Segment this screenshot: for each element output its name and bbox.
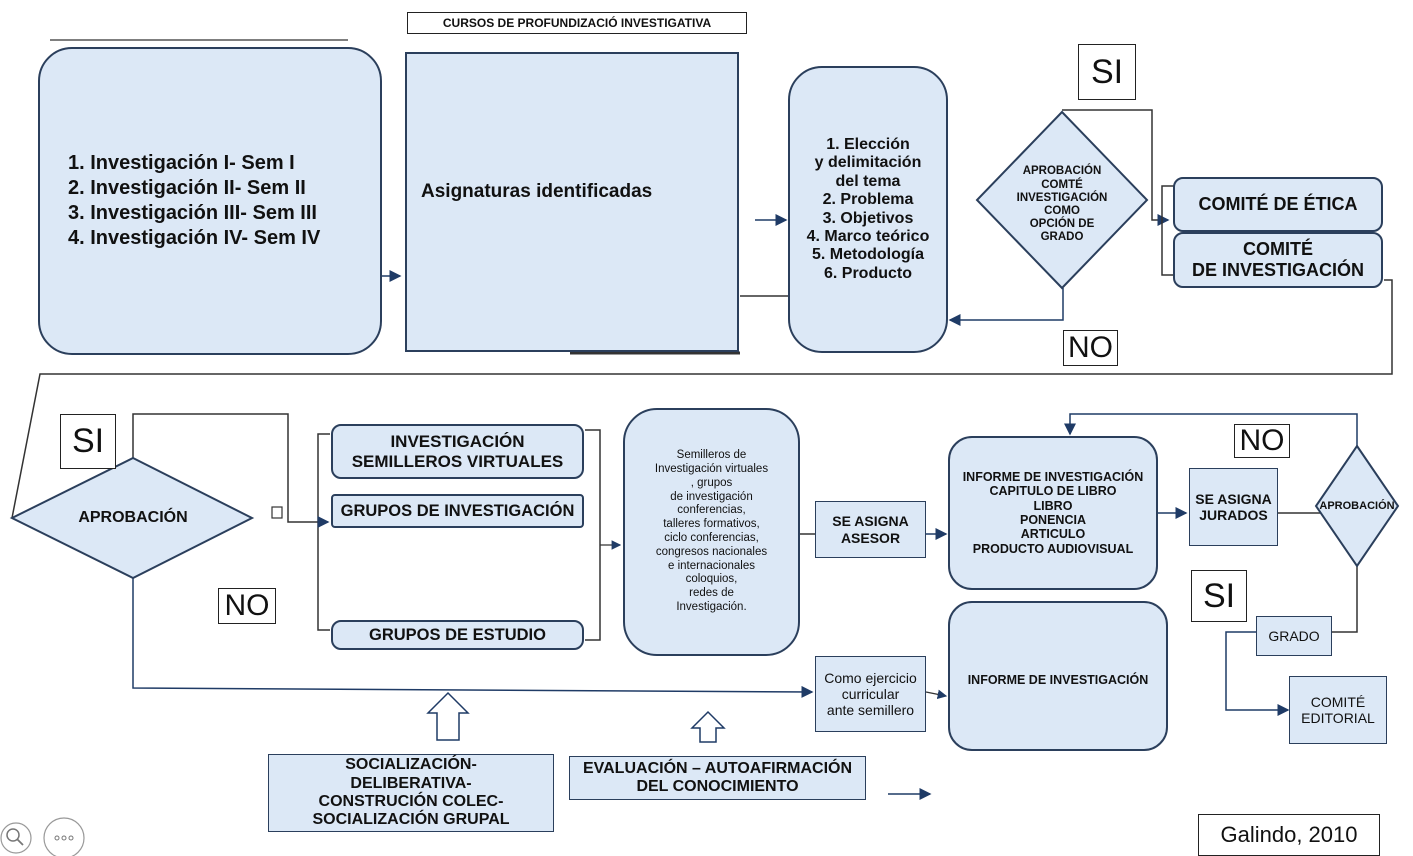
research-report-box: INFORME DE INVESTIGACIÓN — [948, 601, 1168, 751]
arrow-degree-to-editorial — [1225, 631, 1290, 716]
step-line: 5. Metodología — [812, 246, 924, 264]
steps-box: 1. Elección y delimitación del tema 2. P… — [788, 66, 948, 353]
decision-approval-diamond — [9, 456, 255, 580]
approval-label: APROBACIÓN — [78, 508, 188, 526]
decision-committee-text: APROBACIÓN COMTÉ INVESTIGACIÓN COMO OPCI… — [1016, 165, 1108, 244]
course-item: 4. Investigación IV- Sem IV — [68, 227, 321, 249]
arrow-si-to-committees — [1062, 109, 1170, 226]
activities-box: Semilleros de Investigación virtuales , … — [623, 408, 800, 656]
socialization-box: SOCIALIZACIÓN- DELIBERATIVA- CONSTRUCIÓN… — [268, 754, 554, 832]
arrow-approval-no-loop — [1064, 413, 1358, 446]
step-line: 2. Problema — [822, 191, 914, 209]
more-circle — [43, 817, 85, 856]
editorial-committee-box: COMITÉ EDITORIAL — [1289, 676, 1387, 744]
step-line: del tema — [835, 172, 901, 190]
decision-approval-diamond-2 — [1314, 444, 1400, 568]
citation-label: Galindo, 2010 — [1198, 814, 1380, 856]
research-groups-box: GRUPOS DE INVESTIGACIÓN — [331, 494, 584, 528]
step-line: 3. Objetivos — [822, 209, 914, 227]
step-line: 1. Elección — [826, 135, 910, 153]
up-arrow-socialization — [426, 691, 470, 741]
yes-label-top: SI — [1078, 44, 1136, 100]
yes-label-bottom: SI — [60, 414, 116, 469]
subjects-box: Asignaturas identificadas — [405, 52, 739, 352]
courses-box: 1. Investigación I- Sem I 2. Investigaci… — [38, 47, 382, 355]
header-title: CURSOS DE PROFUNDIZACIÓ INVESTIGATIVA — [407, 12, 747, 34]
connector-top-to-bottom — [11, 279, 1393, 519]
approval-label-2: APROBACIÓN — [1319, 499, 1395, 512]
step-line: y delimitación — [814, 154, 922, 172]
evaluation-box: EVALUACIÓN – AUTOAFIRMACIÓN DEL CONOCIMI… — [569, 756, 866, 800]
no-label-bottom: NO — [218, 588, 276, 624]
advisor-box: SE ASIGNA ASESOR — [815, 501, 926, 558]
arrow-no-to-steps — [948, 288, 1064, 326]
course-item: 2. Investigación II- Sem II — [68, 177, 306, 199]
virtual-seedbeds-box: INVESTIGACIÓN SEMILLEROS VIRTUALES — [331, 424, 584, 479]
subjects-label: Asignaturas identificadas — [421, 181, 653, 202]
no-label-top: NO — [1063, 330, 1118, 366]
zoom-circle — [0, 822, 32, 854]
yes-label-right: SI — [1191, 570, 1247, 622]
study-groups-box: GRUPOS DE ESTUDIO — [331, 620, 584, 650]
no-label-right: NO — [1234, 424, 1290, 458]
research-committee-box: COMITÉ DE INVESTIGACIÓN — [1173, 232, 1383, 288]
products-box: INFORME DE INVESTIGACIÓN CAPITULO DE LIB… — [948, 436, 1158, 590]
arrow-no-to-curricular — [132, 578, 814, 698]
course-item: 1. Investigación I- Sem I — [68, 152, 295, 174]
decision-committee-diamond — [975, 110, 1149, 290]
curricular-box: Como ejercicio curricular ante semillero — [815, 656, 926, 732]
step-line: 6. Producto — [823, 264, 912, 282]
juries-box: SE ASIGNA JURADOS — [1189, 468, 1278, 546]
step-line: 4. Marco teórico — [806, 227, 930, 245]
course-item: 3. Investigación III- Sem III — [68, 202, 317, 224]
up-arrow-evaluation — [690, 710, 726, 743]
degree-box: GRADO — [1256, 616, 1332, 656]
ethics-committee-box: COMITÉ DE ÉTICA — [1173, 177, 1383, 232]
